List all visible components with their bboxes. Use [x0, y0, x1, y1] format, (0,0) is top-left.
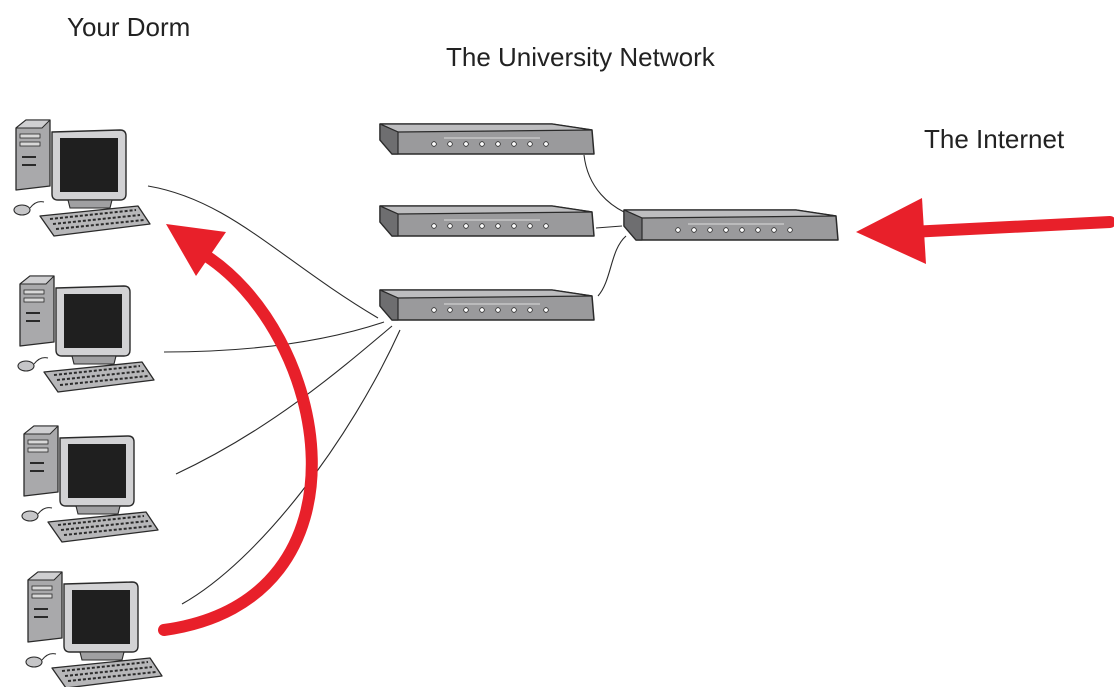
- network-switch-icon: [379, 205, 595, 237]
- arrow-icon: [856, 198, 1114, 264]
- arrow-icon: [158, 224, 318, 636]
- cable: [595, 225, 623, 229]
- dorm-label: Your Dorm: [67, 12, 191, 42]
- cable: [163, 321, 385, 353]
- network-switch-icon: [379, 289, 595, 321]
- desktop-computer-icon: [21, 425, 159, 543]
- network-switch-icon: [379, 123, 595, 155]
- desktop-computer-icon: [17, 275, 155, 393]
- desktop-computer-icon: [25, 571, 163, 687]
- internet-label: The Internet: [924, 124, 1065, 154]
- university-network-label: The University Network: [446, 42, 715, 72]
- network-switch-icon: [623, 209, 839, 241]
- cable: [597, 235, 627, 297]
- desktop-computer-icon: [13, 119, 151, 237]
- cable: [583, 154, 625, 213]
- cable: [181, 329, 401, 605]
- cable: [147, 185, 379, 319]
